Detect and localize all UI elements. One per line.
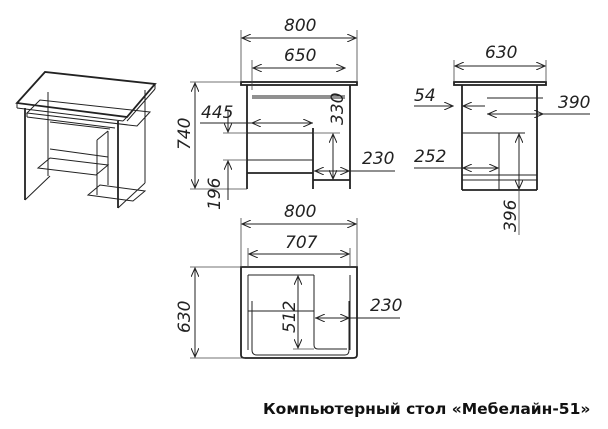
dim-top-inner-depth: 512 <box>280 301 300 333</box>
dim-shelf-width: 445 <box>201 103 233 123</box>
dim-side-depth: 630 <box>485 43 517 63</box>
dim-drawer-height: 330 <box>328 93 348 125</box>
dim-side-lower: 396 <box>501 199 521 232</box>
dim-top-width: 800 <box>284 202 316 222</box>
dim-side-offset: 54 <box>414 86 436 106</box>
dim-front-width: 800 <box>284 16 316 36</box>
side-view: 630 54 390 252 396 <box>414 43 590 235</box>
top-view: 800 707 630 512 230 <box>175 202 402 359</box>
dim-bottom-height: 196 <box>205 177 225 210</box>
dim-front-height: 740 <box>175 118 195 150</box>
dim-side-shelf: 390 <box>558 93 590 113</box>
drawing-title: Компьютерный стол «Мебелайн-51» <box>263 400 591 418</box>
dim-top-depth: 630 <box>175 301 195 333</box>
dim-top-side: 230 <box>370 296 402 316</box>
dim-front-inner: 650 <box>284 46 316 66</box>
front-view: 800 650 740 445 196 330 230 <box>175 16 395 210</box>
dim-top-inner: 707 <box>285 233 318 253</box>
isometric-view <box>15 71 157 209</box>
dim-side-inner: 252 <box>414 147 446 167</box>
dim-front-side: 230 <box>362 149 394 169</box>
